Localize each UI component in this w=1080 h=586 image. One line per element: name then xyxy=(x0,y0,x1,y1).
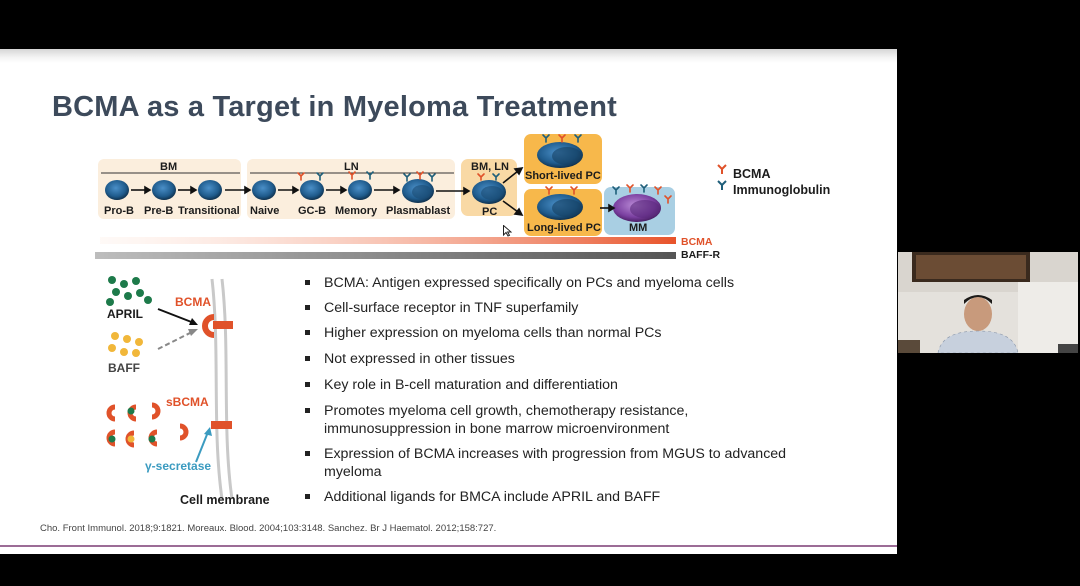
bullet-marker xyxy=(305,408,310,413)
sbcma-fragments xyxy=(106,402,189,448)
bcma-expression-bar xyxy=(100,237,676,244)
bcma-receptor xyxy=(202,314,215,338)
presenter-video-image xyxy=(898,252,1078,353)
stage-label-short-lived-pc: Short-lived PC xyxy=(525,170,601,182)
legend-immunoglobulin-label: Immunoglobulin xyxy=(733,183,831,197)
stage-label-memory: Memory xyxy=(335,205,378,217)
slide-top-shadow xyxy=(0,49,897,63)
stage-label-pre-b: Pre-B xyxy=(144,205,174,217)
short-lived-pc-cell xyxy=(537,142,583,168)
bcma-bar-label: BCMA xyxy=(681,236,713,248)
transitional-cell xyxy=(198,180,222,200)
bullet-text: Cell-surface receptor in TNF superfamily xyxy=(324,300,579,316)
bcma-legend-icon xyxy=(717,164,727,174)
long-lived-pc-cell xyxy=(537,194,583,220)
b-cell-diagram xyxy=(95,134,727,500)
bcma-membrane-stub xyxy=(211,421,232,429)
ln-group-label: LN xyxy=(344,161,359,173)
pre-b-cell xyxy=(152,180,176,200)
bullet-marker xyxy=(305,494,310,499)
pro-b-cell xyxy=(105,180,129,200)
memory-cell xyxy=(348,180,372,200)
cell-membrane-label: Cell membrane xyxy=(180,493,270,507)
bullet-marker xyxy=(305,382,310,387)
bullet-text: Not expressed in other tissues xyxy=(324,351,515,367)
bullet-marker xyxy=(305,356,310,361)
legend-bcma-label: BCMA xyxy=(733,167,771,181)
bullet-text: Additional ligands for BMCA include APRI… xyxy=(324,489,661,505)
pc-cell xyxy=(472,180,506,204)
plasmablast-cell xyxy=(402,179,434,203)
mouse-cursor-icon xyxy=(503,225,512,237)
bullet-text: Key role in B-cell maturation and differ… xyxy=(324,377,618,393)
bullet-text: BCMA: Antigen expressed specifically on … xyxy=(324,275,735,291)
bm-group-label: BM xyxy=(160,161,178,173)
naive-cell xyxy=(252,180,276,200)
stage-label-mm: MM xyxy=(629,222,648,234)
immunoglobulin-legend-icon xyxy=(717,180,727,190)
slide-title: BCMA as a Target in Myeloma Treatment xyxy=(52,91,617,123)
webcam-video-tile[interactable] xyxy=(898,252,1078,353)
sbcma-label: sBCMA xyxy=(166,395,209,409)
gamma-secretase-label: γ-secretase xyxy=(145,459,212,473)
presentation-slide: BCMA as a Target in Myeloma Treatment xyxy=(0,49,897,554)
stage-label-pc: PC xyxy=(482,206,498,218)
bullet-text: Higher expression on myeloma cells than … xyxy=(324,325,662,341)
bcma-receptor-label: BCMA xyxy=(175,295,211,309)
stage-label-transitional: Transitional xyxy=(178,205,240,217)
mm-cell xyxy=(613,194,661,222)
slide-footer-line xyxy=(0,545,897,547)
stage-label-gc-b: GC-B xyxy=(298,205,327,217)
baff-label: BAFF xyxy=(108,361,140,375)
baff-r-bar-label: BAFF-R xyxy=(681,249,721,261)
bullet-marker xyxy=(305,305,310,310)
bullet-marker xyxy=(305,451,310,456)
citation: Cho. Front Immunol. 2018;9:1821. Moreaux… xyxy=(40,523,497,534)
april-label: APRIL xyxy=(107,307,143,321)
bullet-marker xyxy=(305,330,310,335)
stage-label-plasmablast: Plasmablast xyxy=(386,205,451,217)
stage-label-naive: Naive xyxy=(250,205,280,217)
gc-b-cell xyxy=(300,180,324,200)
bullet-marker xyxy=(305,280,310,285)
stage-label-long-lived-pc: Long-lived PC xyxy=(527,222,601,234)
bullet-text: Expression of BCMA increases with progre… xyxy=(324,446,787,480)
cell-membrane-line xyxy=(210,278,224,500)
baff-r-expression-bar xyxy=(95,252,676,259)
baff-ligands xyxy=(108,332,143,357)
stage-label-pro-b: Pro-B xyxy=(104,205,134,217)
bullet-text: Promotes myeloma cell growth, chemothera… xyxy=(324,403,689,437)
april-ligands xyxy=(106,276,152,306)
bm-ln-group-label: BM, LN xyxy=(471,161,509,173)
